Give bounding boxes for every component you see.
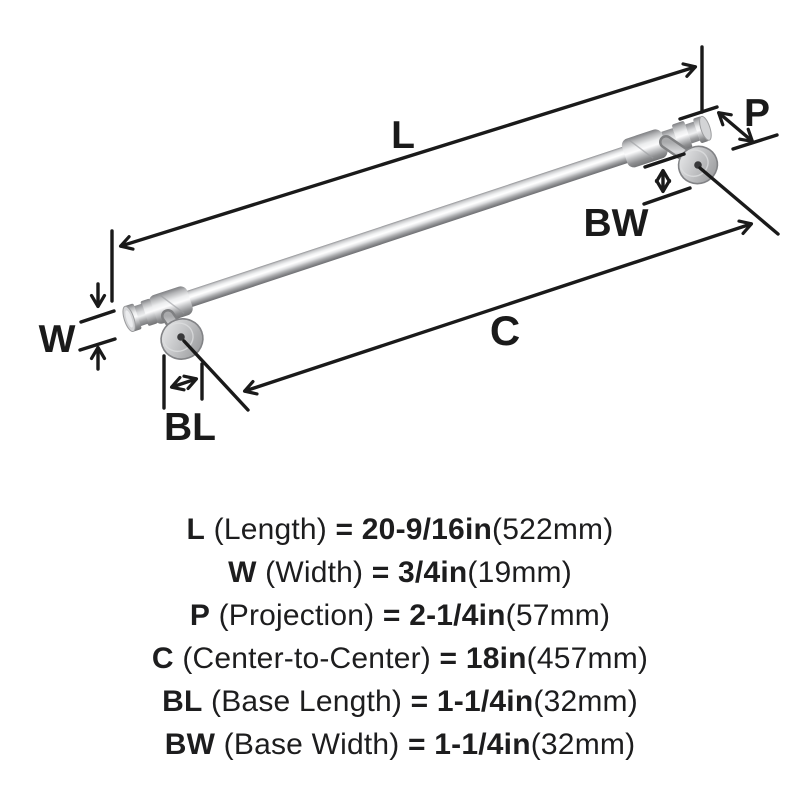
- dimension-lines: [78, 45, 780, 412]
- dim-line-C: [242, 219, 754, 396]
- dim-BL: [162, 354, 204, 410]
- spec-row-width: W (Width) = 3/4in(19mm): [0, 551, 800, 594]
- dim-label-W: W: [39, 318, 76, 361]
- spec-name: (Center-to-Center): [182, 642, 431, 675]
- spec-equals: =: [410, 685, 429, 718]
- pull-dimension-diagram: L W P BW C BL: [39, 45, 780, 449]
- dim-P: [678, 105, 779, 151]
- dim-C: [182, 166, 780, 412]
- spec-row-length: L (Length) = 20-9/16in(522mm): [0, 508, 800, 551]
- spec-name: (Width): [265, 556, 364, 589]
- spec-metric: (522mm): [492, 513, 614, 546]
- dim-label-P: P: [744, 92, 770, 135]
- extension-line: [698, 166, 780, 236]
- dim-BW: [642, 152, 692, 206]
- dim-line-L: [118, 62, 698, 251]
- dim-label-L: L: [391, 114, 415, 157]
- right-cap-face: [699, 115, 712, 141]
- left-base-screw: [177, 333, 185, 341]
- spec-metric: (457mm): [526, 642, 649, 675]
- extension-line: [182, 339, 250, 412]
- pull-handle-bar: [182, 146, 629, 309]
- spec-imperial: 1-1/4in: [434, 728, 531, 761]
- spec-metric: (32mm): [530, 728, 636, 761]
- spec-imperial: 20-9/16in: [361, 513, 493, 546]
- left-collar-crease: [158, 293, 185, 314]
- extension-line: [642, 186, 692, 206]
- spec-equals: =: [439, 642, 458, 675]
- spec-code: C: [151, 642, 174, 675]
- spec-code: L: [186, 513, 206, 546]
- extension-line: [79, 309, 116, 324]
- extension-line: [678, 105, 719, 121]
- extension-line: [78, 337, 117, 352]
- spec-equals: =: [382, 599, 401, 632]
- extension-line: [731, 133, 779, 151]
- spec-name: (Base Length): [211, 685, 403, 718]
- left-cap-face-highlight: [125, 310, 133, 328]
- spec-name: (Length): [213, 513, 327, 546]
- spec-row-base-length: BL (Base Length) = 1-1/4in(32mm): [0, 680, 800, 723]
- spec-code: BL: [162, 685, 203, 718]
- dim-line-P: [717, 111, 754, 143]
- dim-line-BL: [169, 374, 199, 392]
- spec-imperial: 2-1/4in: [409, 599, 506, 632]
- spec-equals: =: [371, 556, 390, 589]
- spec-row-base-width: BW (Base Width) = 1-1/4in(32mm): [0, 723, 800, 766]
- spec-imperial: 1-1/4in: [436, 685, 534, 718]
- spec-metric: (32mm): [533, 685, 638, 718]
- spec-metric: (19mm): [467, 556, 572, 589]
- dim-label-BL: BL: [164, 406, 216, 449]
- spec-code: W: [228, 556, 257, 589]
- spec-imperial: 18in: [465, 642, 527, 675]
- spec-row-projection: P (Projection) = 2-1/4in(57mm): [0, 594, 800, 637]
- spec-row-center-to-center: C (Center-to-Center) = 18in(457mm): [0, 637, 800, 680]
- left-cap-ring: [140, 298, 158, 326]
- extension-line: [643, 152, 686, 169]
- spec-code: BW: [164, 728, 216, 761]
- base-plates: [160, 145, 719, 360]
- dim-label-BW: BW: [584, 202, 649, 245]
- spec-equals: =: [335, 513, 354, 546]
- dim-L: [110, 45, 704, 303]
- dim-W: [78, 282, 117, 371]
- left-cap-neck: [133, 303, 149, 327]
- spec-name: (Base Width): [223, 728, 400, 761]
- spec-code: P: [189, 599, 211, 632]
- dim-label-C: C: [490, 307, 520, 354]
- spec-name: (Projection): [218, 599, 375, 632]
- spec-metric: (57mm): [505, 599, 611, 632]
- spec-imperial: 3/4in: [398, 556, 468, 589]
- dimension-spec-list: L (Length) = 20-9/16in(522mm) W (Width) …: [0, 508, 800, 766]
- spec-equals: =: [408, 728, 426, 761]
